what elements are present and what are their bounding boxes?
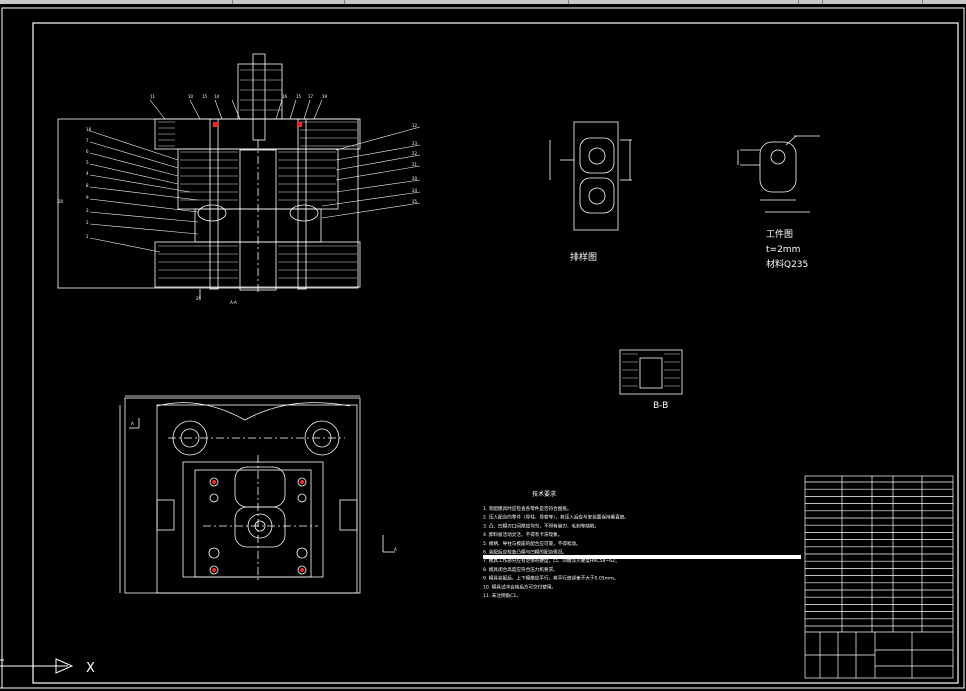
tech-req-line: 5. 模柄、导柱与模座的配合应可靠，不得松动。 bbox=[483, 540, 581, 547]
cad-drawing-canvas[interactable]: 18 7 6 5 4 8 9 3 2 1 12 23 22 21 20 24 25 11 10 15 1… bbox=[0, 4, 966, 691]
layout-title: 排样图 bbox=[570, 251, 597, 263]
part-thickness: t=2mm bbox=[766, 245, 800, 255]
tech-requirements-block: 技术要求 1. 装配模具时应检查各零件是否符合图纸。 2. 压入配合的零件（导柱、… bbox=[483, 490, 801, 599]
part-material: 材料Q235 bbox=[766, 258, 808, 270]
tech-req-line: 7. 模具工作部分应有足够的硬度，凸、凹模淬火硬度HRC58~62。 bbox=[483, 557, 620, 564]
tech-req-line: 10. 模具试冲合格后方可交付使用。 bbox=[483, 583, 556, 590]
ucs-icon bbox=[0, 658, 74, 674]
svg-text:18: 18 bbox=[86, 127, 92, 132]
svg-text:25: 25 bbox=[412, 199, 418, 204]
tech-req-line: 4. 卸料板活动灵活，不得有卡滞现象。 bbox=[483, 531, 562, 538]
svg-text:5: 5 bbox=[86, 160, 89, 165]
assembly-section-aa[interactable]: 18 7 6 5 4 8 9 3 2 1 12 23 22 21 20 24 25 11 10 15 1… bbox=[57, 53, 421, 305]
plan-view[interactable] bbox=[119, 395, 395, 594]
svg-text:14: 14 bbox=[214, 94, 220, 99]
svg-text:19: 19 bbox=[322, 94, 328, 99]
part-title: 工件图 bbox=[766, 228, 793, 240]
section-bb-label: B-B bbox=[653, 401, 668, 411]
strip-layout-view[interactable] bbox=[549, 121, 632, 231]
ucs-x-label: X bbox=[86, 661, 95, 676]
svg-text:1: 1 bbox=[86, 234, 89, 239]
svg-text:3: 3 bbox=[86, 208, 89, 213]
svg-text:10: 10 bbox=[188, 94, 194, 99]
svg-text:15: 15 bbox=[296, 94, 302, 99]
svg-text:2: 2 bbox=[86, 220, 89, 225]
view-mark-a-right: A bbox=[394, 547, 397, 552]
svg-text:16: 16 bbox=[282, 94, 288, 99]
tech-req-title: 技术要求 bbox=[532, 490, 556, 498]
highlight-bar bbox=[483, 555, 801, 559]
section-bb-view[interactable] bbox=[619, 349, 683, 395]
svg-text:8: 8 bbox=[86, 183, 89, 188]
svg-text:23: 23 bbox=[412, 141, 418, 146]
svg-text:24: 24 bbox=[412, 188, 418, 193]
tech-req-line: 6. 装配后应检查凸模与凹模的配合情况。 bbox=[483, 549, 567, 556]
tech-req-line: 1. 装配模具时应检查各零件是否符合图纸。 bbox=[483, 505, 572, 512]
tech-req-line: 11. 未注倒角C1。 bbox=[483, 592, 521, 599]
svg-text:17: 17 bbox=[308, 94, 314, 99]
svg-text:20: 20 bbox=[58, 199, 64, 204]
title-block[interactable] bbox=[804, 475, 954, 679]
svg-text:11: 11 bbox=[150, 94, 156, 99]
svg-text:21: 21 bbox=[412, 162, 418, 167]
svg-text:7: 7 bbox=[86, 138, 89, 143]
section-aa-label: A-A bbox=[230, 300, 237, 305]
tech-req-line: 8. 模具闭合高度应符合压力机要求。 bbox=[483, 566, 558, 573]
svg-text:12: 12 bbox=[412, 123, 418, 128]
tech-req-line: 3. 凸、凹模刃口间隙应均匀，不得有崩刃、毛刺等缺陷。 bbox=[483, 522, 599, 529]
view-mark-a-left: A bbox=[131, 421, 134, 426]
tech-req-line: 2. 压入配合的零件（导柱、导套等），其压入后应与安装面保持垂直度。 bbox=[483, 514, 629, 521]
svg-text:4: 4 bbox=[86, 171, 89, 176]
drawing-frame bbox=[1, 7, 965, 689]
svg-text:22: 22 bbox=[412, 151, 418, 156]
svg-text:15: 15 bbox=[202, 94, 208, 99]
svg-text:20: 20 bbox=[412, 176, 418, 181]
svg-text:26: 26 bbox=[196, 296, 202, 301]
workpiece-view[interactable] bbox=[737, 135, 820, 213]
svg-text:9: 9 bbox=[86, 195, 89, 200]
svg-text:6: 6 bbox=[86, 149, 89, 154]
window-top-strip bbox=[0, 0, 966, 4]
tech-req-line: 9. 模具装配后，上下模座应平行，其平行度误差不大于0.05mm。 bbox=[483, 575, 618, 582]
